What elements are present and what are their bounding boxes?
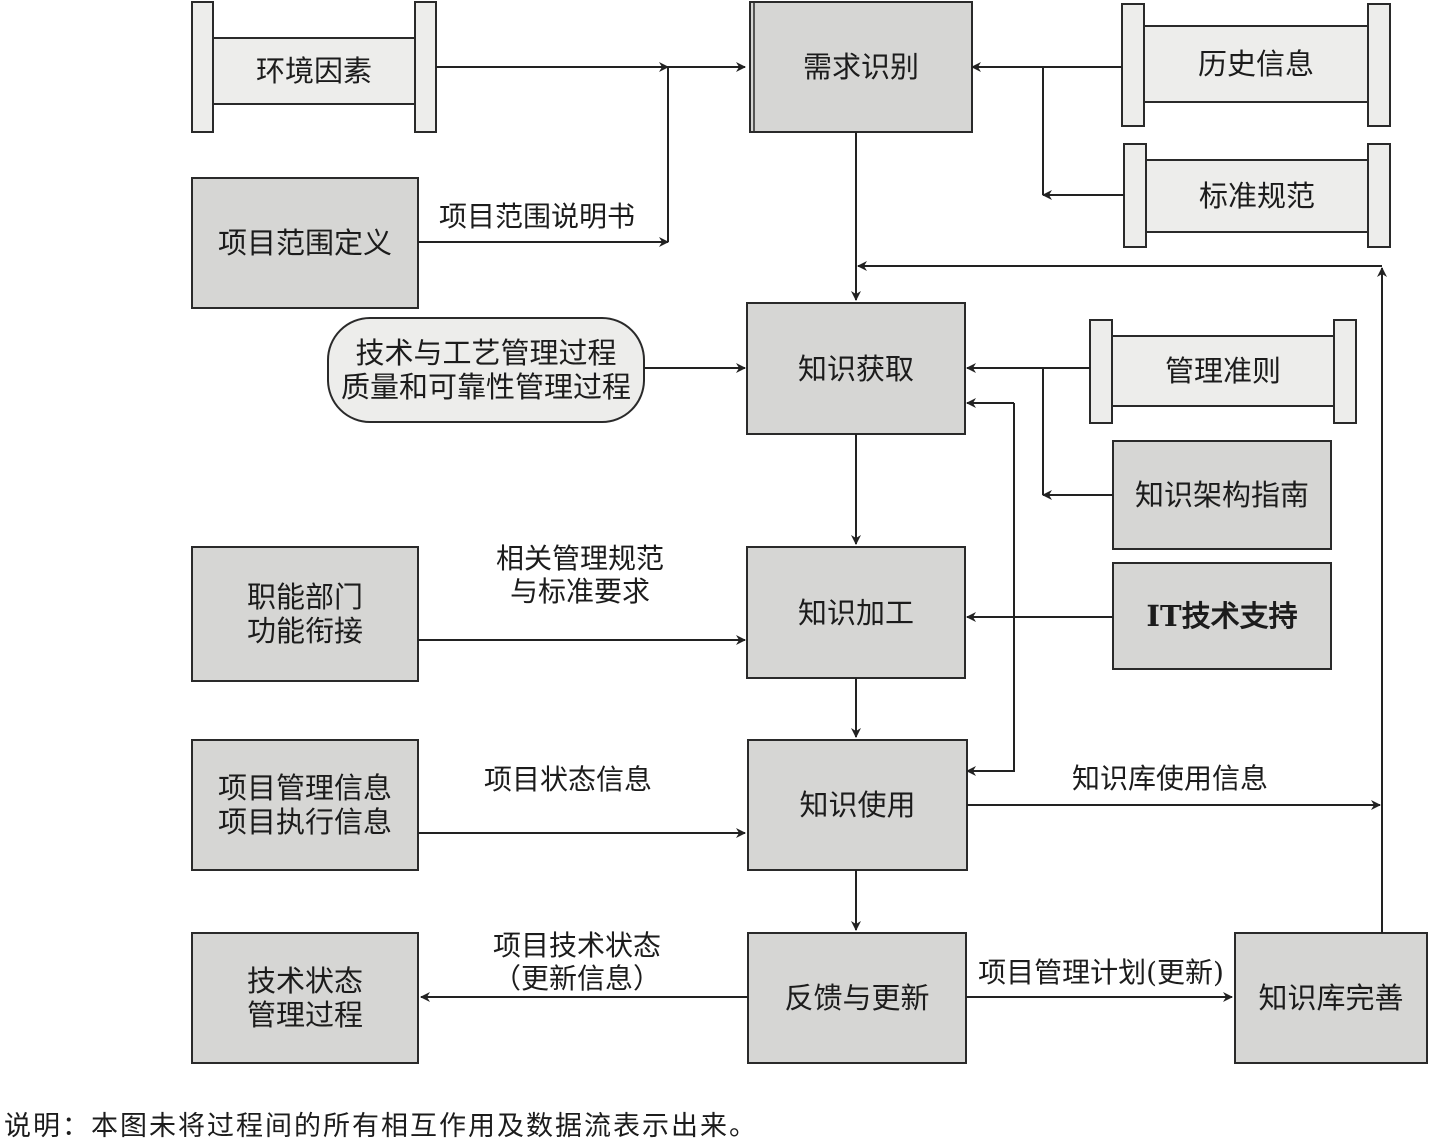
label-knowledge-arch-guide: 知识架构指南 [1134,478,1309,512]
label-pm-info: 项目管理信息项目执行信息 [217,771,392,839]
tech-quality-rounded-box [327,317,645,423]
label-tech-quality: 技术与工艺管理过程质量和可靠性管理过程 [340,336,631,404]
box-knowledge-processing [746,546,966,679]
label-standards: 标准规范 [1198,179,1315,213]
scroll-env-factors [191,1,437,133]
edge-label-scope-statement: 项目范围说明书 [438,200,635,233]
label-kb-improvement: 知识库完善 [1258,981,1404,1015]
box-functional-dept [191,546,419,682]
label-it-support: IT技术支持 [1146,599,1298,633]
box-tech-status-mgmt [191,932,419,1064]
scroll-management-rules [1089,319,1357,424]
box-kb-improvement [1234,932,1428,1064]
label-knowledge-processing: 知识加工 [797,595,914,630]
label-tech-status-mgmt: 技术状态管理过程 [246,964,363,1032]
box-pm-info [191,739,419,871]
box-demand-identification [749,1,973,133]
label-functional-dept: 职能部门功能衔接 [246,580,363,648]
label-history-info: 历史信息 [1197,47,1314,81]
edge-label-pm-plan-update: 项目管理计划(更新) [978,956,1224,989]
arrow-usage-loop-up [966,403,1015,776]
box-knowledge-arch-guide [1112,440,1332,550]
label-knowledge-acquisition: 知识获取 [797,351,914,386]
box-knowledge-acquisition [746,302,966,435]
scroll-history-info [1121,3,1391,127]
edge-label-mgmt-specs: 相关管理规范与标准要求 [495,542,664,608]
label-scope-definition: 项目范围定义 [217,226,392,260]
label-feedback-update: 反馈与更新 [784,981,930,1015]
label-management-rules: 管理准则 [1164,354,1281,388]
footnote: 说明：本图未将过程间的所有相互作用及数据流表示出来。 [4,1111,758,1142]
label-env-factors: 环境因素 [255,54,372,88]
scroll-standards [1123,143,1391,248]
label-demand-identification: 需求识别 [802,50,919,84]
edge-label-kb-usage-info: 知识库使用信息 [1071,762,1268,795]
edge-label-tech-status-update: 项目技术状态（更新信息） [492,929,661,995]
edge-label-project-status: 项目状态信息 [483,763,652,796]
label-knowledge-usage: 知识使用 [799,788,916,822]
